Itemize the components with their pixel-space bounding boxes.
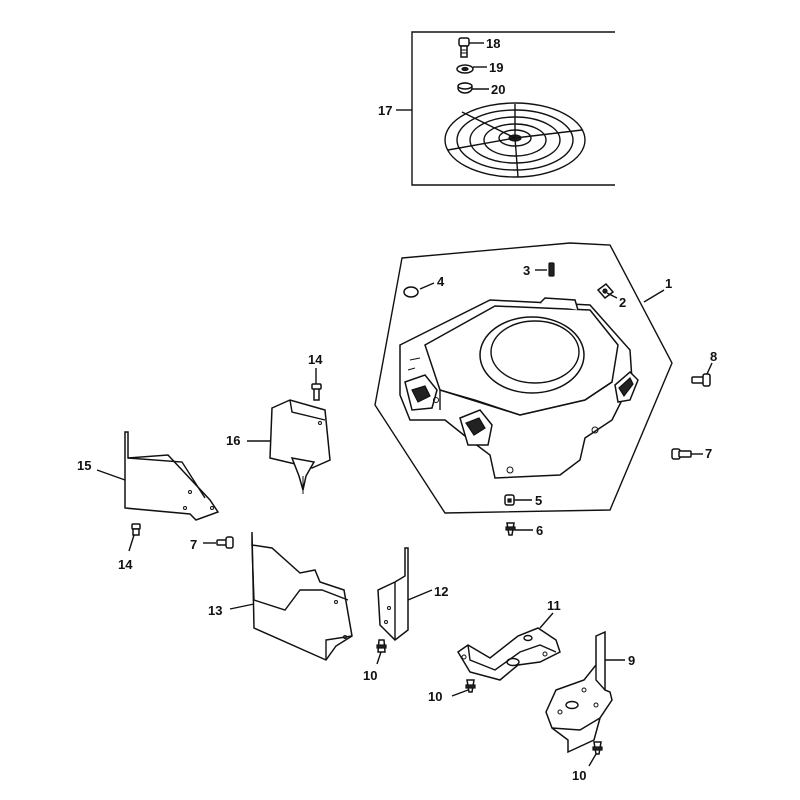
grille-assembly-group: 17 18 19 20 (378, 31, 615, 186)
housing-group-outline (374, 242, 673, 514)
nut-part-5 (504, 494, 515, 506)
baffle-part-9 (545, 630, 613, 754)
leader-10-lower-right (588, 753, 597, 767)
plug-part-4 (403, 286, 419, 298)
leader-10-middle (376, 651, 382, 665)
spacer-part-20 (457, 82, 473, 94)
callout-7-left: 7 (190, 537, 197, 552)
screw-part-7-right (671, 448, 692, 460)
screw-part-14-upper (311, 383, 322, 401)
clip-part-2 (596, 282, 615, 300)
grille-screen-part-17 (444, 102, 586, 178)
callout-10-lower-left: 10 (428, 689, 442, 704)
washer-part-19 (456, 64, 474, 74)
leader-12 (407, 589, 433, 601)
baffle-part-13 (251, 531, 353, 661)
callout-9: 9 (628, 653, 635, 668)
baffle-part-12 (377, 547, 409, 641)
blower-housing-group: 1 2 (374, 242, 717, 538)
screw-part-7-left (216, 536, 234, 549)
baffle-group-9: 9 10 (545, 630, 635, 783)
leader-2 (606, 292, 618, 299)
leader-13 (229, 603, 255, 610)
pin-part-3 (548, 262, 555, 277)
callout-3: 3 (523, 263, 530, 278)
callout-8: 8 (710, 349, 717, 364)
leader-1 (643, 289, 665, 303)
callout-20: 20 (491, 82, 505, 97)
screw-part-10-lower-left (465, 679, 476, 693)
callout-5: 5 (535, 493, 542, 508)
baffle-group-15: 15 14 (77, 431, 220, 572)
callout-10-lower-right: 10 (572, 768, 586, 783)
screw-part-6 (505, 522, 516, 536)
callout-6: 6 (536, 523, 543, 538)
callout-2: 2 (619, 295, 626, 310)
callout-16: 16 (226, 433, 240, 448)
callout-10-middle: 10 (363, 668, 377, 683)
callout-17: 17 (378, 103, 392, 118)
baffle-part-15 (124, 431, 220, 521)
grille-bracket-frame (411, 31, 615, 186)
screw-part-10-middle (376, 639, 387, 653)
leader-8 (706, 362, 713, 375)
callout-4: 4 (437, 274, 445, 289)
baffle-group-11: 11 10 (428, 598, 561, 704)
callout-13: 13 (208, 603, 222, 618)
screw-group-7-left: 7 (190, 536, 234, 552)
leader-4 (419, 282, 435, 290)
callout-18: 18 (486, 36, 500, 51)
callout-15: 15 (77, 458, 91, 473)
callout-19: 19 (489, 60, 503, 75)
leader-15 (96, 469, 126, 481)
baffle-part-16 (269, 399, 331, 494)
baffle-group-16: 14 16 (226, 352, 331, 494)
callout-12: 12 (434, 584, 448, 599)
baffle-group-13: 13 (208, 531, 353, 661)
screw-part-8 (691, 373, 711, 387)
baffle-group-12: 12 10 (363, 547, 448, 683)
bolt-part-18 (458, 37, 470, 58)
screw-part-14-lower (131, 523, 141, 536)
leader-11 (539, 612, 554, 629)
callout-14-upper: 14 (308, 352, 323, 367)
leader-10-lower-left (451, 689, 469, 697)
callout-7-right: 7 (705, 446, 712, 461)
baffle-part-11 (456, 627, 561, 681)
callout-1: 1 (665, 276, 672, 291)
screw-part-10-lower-right (592, 741, 603, 755)
leader-14-lower (128, 534, 135, 552)
blower-housing-part-1 (399, 297, 639, 479)
callout-14-lower: 14 (118, 557, 133, 572)
callout-11: 11 (547, 598, 561, 613)
